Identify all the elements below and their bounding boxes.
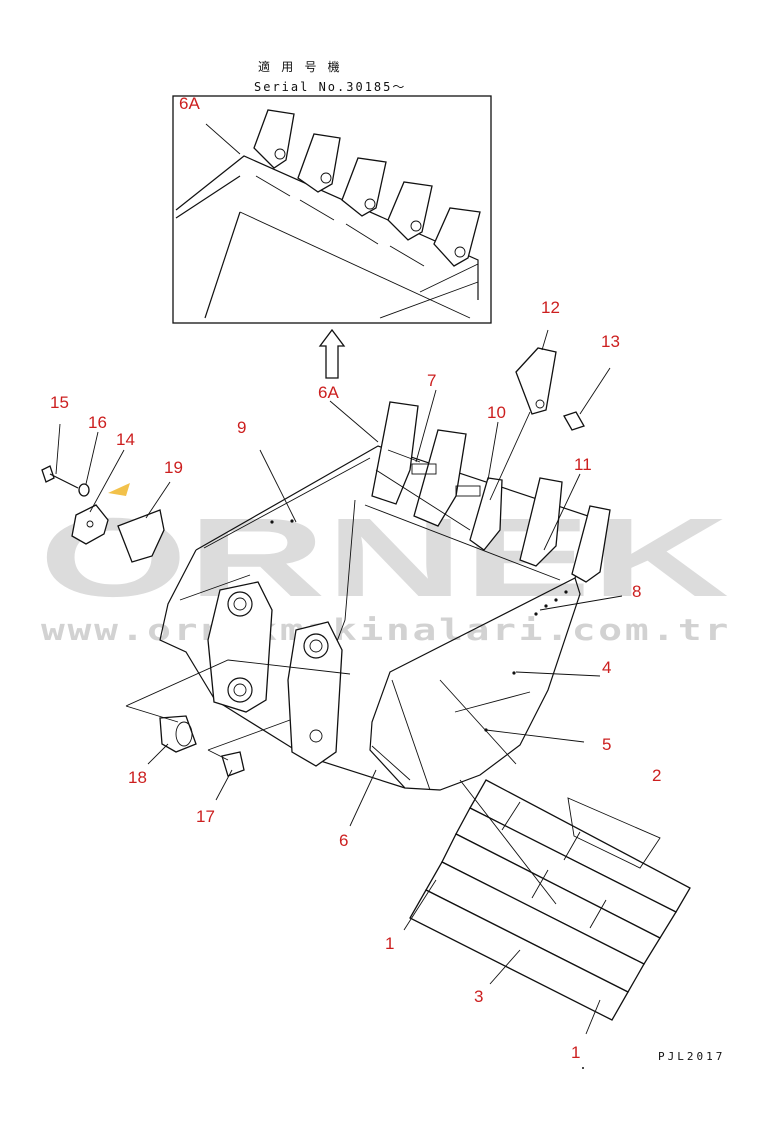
callout-labels: 6A 6A 7 10 12 13 11 8 4 5 2 6 9 15 16 14… [50,94,661,1062]
callout-1-upper: 1 [385,934,394,953]
shim-part-19 [117,509,165,563]
washer-part-16 [78,483,90,497]
callout-19: 19 [164,458,183,477]
dot-mark [582,1067,584,1069]
callout-16: 16 [88,413,107,432]
leader-lines [55,329,661,1035]
callout-8: 8 [632,582,641,601]
callout-15: 15 [50,393,69,412]
callout-12: 12 [541,298,560,317]
callout-18: 18 [128,768,147,787]
callout-4: 4 [602,658,611,677]
callout-3: 3 [474,987,483,1006]
serial-number: Serial No.30185～ [254,80,406,94]
callout-6A-inset: 6A [179,94,200,113]
callout-7: 7 [427,371,436,390]
main-teeth [371,401,611,583]
callout-17: 17 [196,807,215,826]
inset-teeth [253,109,481,267]
bolt-holes [270,519,568,732]
wear-plates [409,779,691,1021]
plate-part-14 [71,504,109,545]
bucket-assembly [159,401,611,791]
view-arrow [318,328,346,379]
drawing-code: PJL2017 [658,1050,725,1063]
callout-5: 5 [602,735,611,754]
tooth-part-12 [515,347,557,415]
bushing-part-17 [221,751,245,777]
callout-13: 13 [601,332,620,351]
pin-part-13 [563,411,585,431]
callout-11: 11 [574,455,592,474]
detail-inset [172,95,492,324]
applicability-label: 適 用 号 機 [258,59,342,74]
watermark: ORNEK www.ornekmakinalari.com.tr [39,483,731,647]
callout-1-lower: 1 [571,1043,580,1062]
callout-6: 6 [339,831,348,850]
bolt-part-15 [41,465,79,489]
bushing-part-18 [159,715,197,753]
callout-10: 10 [487,403,506,422]
watermark-accent-mark [108,483,130,496]
callout-6A-main: 6A [318,383,339,402]
callout-9: 9 [237,418,246,437]
inset-frame [172,95,492,324]
callout-2: 2 [652,766,661,785]
callout-14: 14 [116,430,135,449]
watermark-url: www.ornekmakinalari.com.tr [41,613,731,647]
